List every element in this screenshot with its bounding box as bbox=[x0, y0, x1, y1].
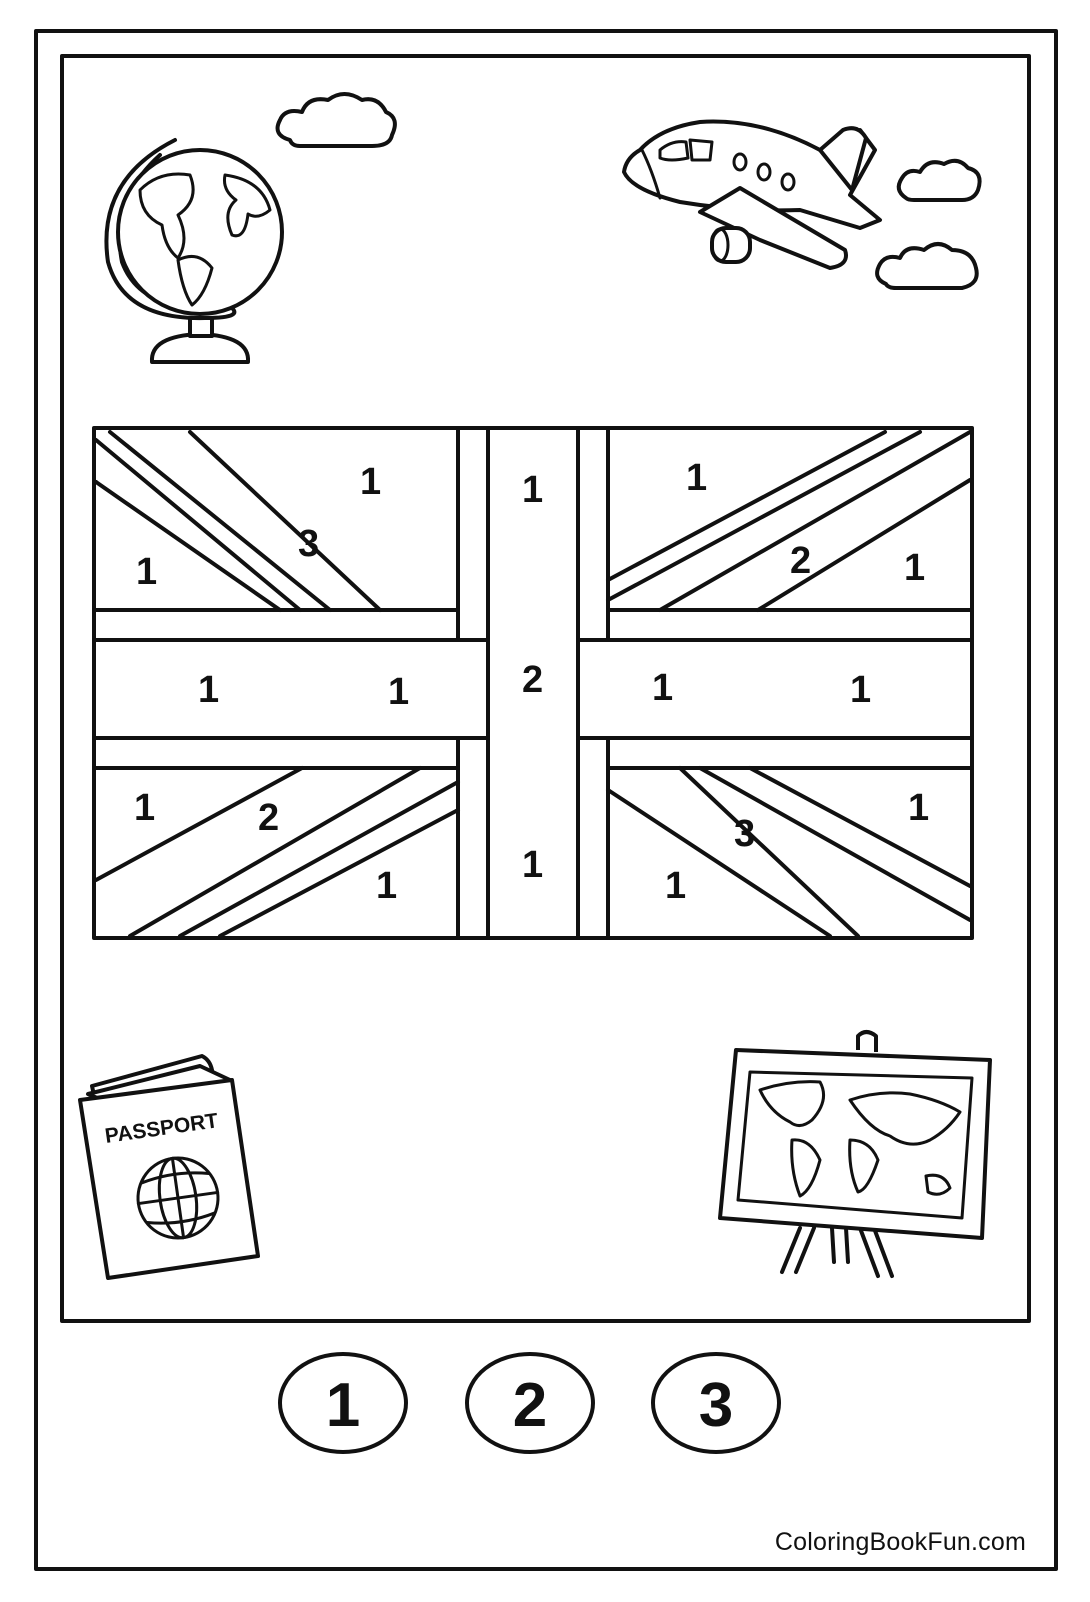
region-number: 3 bbox=[734, 813, 755, 855]
color-key: 1 2 3 bbox=[278, 1352, 781, 1454]
union-flag: 1 1 1 3 1 2 1 1 1 2 1 1 1 2 1 3 1 1 1 bbox=[92, 426, 974, 940]
inner-frame bbox=[60, 54, 1031, 1323]
region-number: 1 bbox=[665, 865, 686, 907]
airplane-icon bbox=[622, 119, 882, 270]
swatch-1[interactable] bbox=[278, 1352, 408, 1454]
region-number: 1 bbox=[652, 667, 673, 709]
world-map-icon bbox=[718, 1030, 992, 1278]
region-number: 1 bbox=[686, 457, 707, 499]
outer-border bbox=[34, 29, 1058, 1571]
region-number: 3 bbox=[298, 523, 319, 565]
region-number: 2 bbox=[790, 540, 811, 582]
region-number: 1 bbox=[850, 669, 871, 711]
region-number: 2 bbox=[258, 797, 279, 839]
region-number: 1 bbox=[904, 547, 925, 589]
cloud-icon bbox=[875, 242, 979, 290]
swatch-3[interactable] bbox=[651, 1352, 781, 1454]
region-number: 1 bbox=[376, 865, 397, 907]
region-number: 1 bbox=[360, 461, 381, 503]
passport-icon: PASSPORT bbox=[78, 1054, 260, 1280]
swatch-number: 1 bbox=[326, 1371, 360, 1440]
region-number: 1 bbox=[134, 787, 155, 829]
region-number: 1 bbox=[522, 469, 543, 511]
region-number: 1 bbox=[388, 671, 409, 713]
region-number: 1 bbox=[522, 844, 543, 886]
cloud-icon bbox=[275, 92, 397, 148]
globe-icon bbox=[104, 138, 284, 364]
site-watermark: ColoringBookFun.com bbox=[774, 1528, 1026, 1556]
swatch-number: 2 bbox=[513, 1371, 547, 1440]
swatch-number: 3 bbox=[699, 1371, 733, 1440]
region-number: 2 bbox=[522, 659, 543, 701]
region-number: 1 bbox=[198, 669, 219, 711]
swatch-2[interactable] bbox=[465, 1352, 595, 1454]
cloud-icon bbox=[896, 158, 982, 202]
region-number: 1 bbox=[908, 787, 929, 829]
region-number: 1 bbox=[136, 551, 157, 593]
